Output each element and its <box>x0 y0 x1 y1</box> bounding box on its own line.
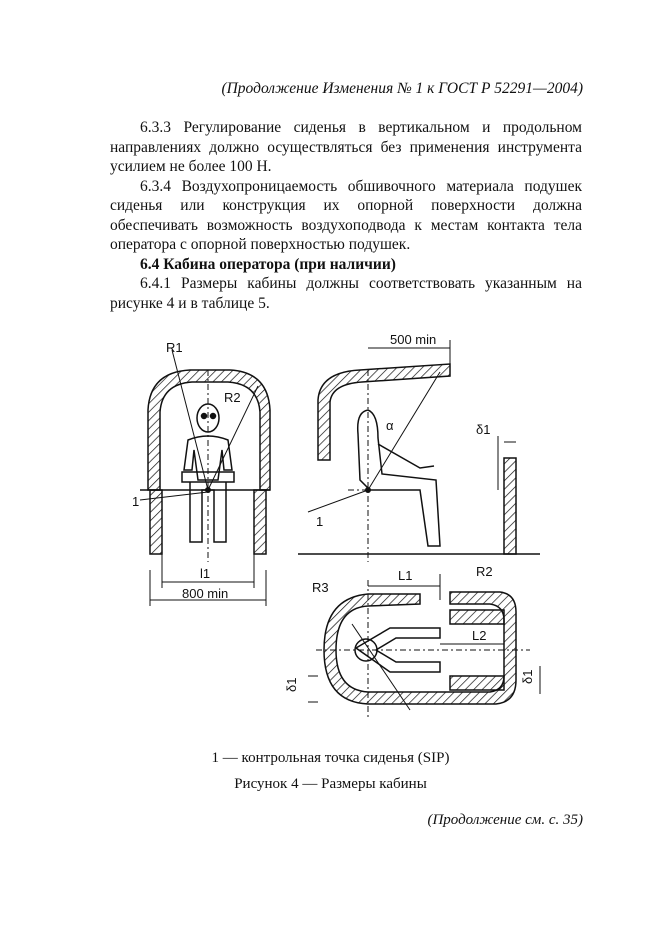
label-width: 800 min <box>182 586 228 601</box>
running-header: (Продолжение Изменения № 1 к ГОСТ Р 5229… <box>221 80 583 97</box>
side-view-dimensions <box>307 340 516 513</box>
front-view-dimensions <box>139 349 267 606</box>
document-body: 6.3.3 Регулирование сиденья в вертикальн… <box>110 118 582 313</box>
label-l1-side: L1 <box>398 568 412 583</box>
label-angle: α <box>386 418 394 433</box>
page-continuation-footer: (Продолжение см. с. 35) <box>427 812 583 828</box>
label-point-side: 1 <box>316 514 323 529</box>
figure-caption-note: 1 — контрольная точка сиденья (SIP) <box>211 750 450 766</box>
label-d1-top-left: δ1 <box>284 678 299 692</box>
paragraph-6-4-1: 6.4.1 Размеры кабины должны соответствов… <box>110 275 582 312</box>
sip-point-front <box>205 487 211 493</box>
front-view-drawing <box>140 369 271 562</box>
section-heading-6-4: 6.4 Кабина оператора (при наличии) <box>140 255 396 273</box>
top-view-dimensions <box>308 574 541 711</box>
label-point-front: 1 <box>132 494 139 509</box>
label-d1-top-right: δ1 <box>520 670 535 684</box>
paragraph-6-3-3: 6.3.3 Регулирование сиденья в вертикальн… <box>110 119 582 175</box>
label-r2: R2 <box>224 390 241 405</box>
label-l1-front: l1 <box>200 566 210 581</box>
label-r3: R3 <box>312 580 329 595</box>
paragraph-6-3-4: 6.3.4 Воздухопроницаемость обшивочного м… <box>110 177 582 254</box>
label-l2: L2 <box>472 628 486 643</box>
label-r2-top: R2 <box>476 564 493 579</box>
cabin-dimensions-figure: R1 R2 1 l1 800 min 500 min α δ1 1 <box>132 332 541 720</box>
label-d1-side: δ1 <box>476 422 490 437</box>
side-view-drawing <box>298 363 540 562</box>
sip-point-side <box>365 487 371 493</box>
top-view-drawing <box>316 580 530 720</box>
label-r1: R1 <box>166 340 183 355</box>
label-reach: 500 min <box>390 332 436 347</box>
figure-caption-title: Рисунок 4 — Размеры кабины <box>234 776 427 792</box>
